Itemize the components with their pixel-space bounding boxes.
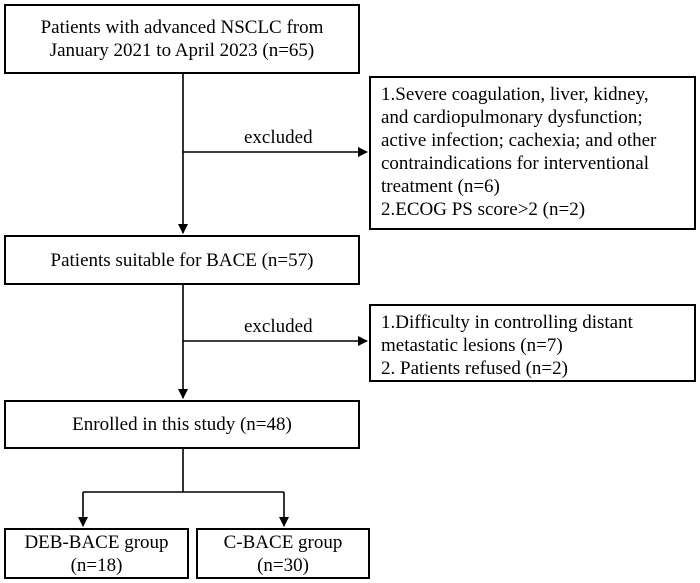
box-c-bace-group: C-BACE group (n=30) xyxy=(196,528,370,579)
exclusion-2-line: 1.Difficulty in controlling distant xyxy=(381,312,633,333)
box-exclusion-2: 1.Difficulty in controlling distant meta… xyxy=(369,304,696,382)
exclusion-1-line: active infection; cachexia; and other xyxy=(381,130,657,151)
box-enrolled-line: Enrolled in this study (n=48) xyxy=(72,414,292,435)
exclusion-1-line: treatment (n=6) xyxy=(381,176,500,197)
exclusion-2-line: 2. Patients refused (n=2) xyxy=(381,358,568,379)
c-group-line: (n=30) xyxy=(257,554,309,576)
excluded-label-2: excluded xyxy=(244,316,313,337)
box-suitable: Patients suitable for BACE (n=57) xyxy=(4,235,360,285)
deb-group-line: (n=18) xyxy=(70,554,123,576)
box-start-line: Patients with advanced NSCLC from xyxy=(40,17,324,38)
exclusion-1-line: 2.ECOG PS score>2 (n=2) xyxy=(381,199,586,220)
box-start: Patients with advanced NSCLC from Januar… xyxy=(4,4,360,74)
box-start-line: January 2021 to April 2023 (n=65) xyxy=(49,40,315,61)
box-exclusion-1: 1.Severe coagulation, liver, kidney, and… xyxy=(369,76,696,230)
exclusion-2-line: metastatic lesions (n=7) xyxy=(381,335,563,356)
exclusion-1-line: contraindications for interventional xyxy=(381,153,650,174)
deb-group-line: DEB-BACE group xyxy=(24,531,169,553)
excluded-label-1: excluded xyxy=(244,127,313,148)
exclusion-1-line: and cardiopulmonary dysfunction; xyxy=(381,107,643,128)
box-enrolled: Enrolled in this study (n=48) xyxy=(4,400,360,449)
box-suitable-line: Patients suitable for BACE (n=57) xyxy=(50,249,314,271)
exclusion-1-line: 1.Severe coagulation, liver, kidney, xyxy=(381,84,649,105)
box-deb-bace-group: DEB-BACE group (n=18) xyxy=(4,528,189,579)
c-group-line: C-BACE group xyxy=(223,531,343,553)
